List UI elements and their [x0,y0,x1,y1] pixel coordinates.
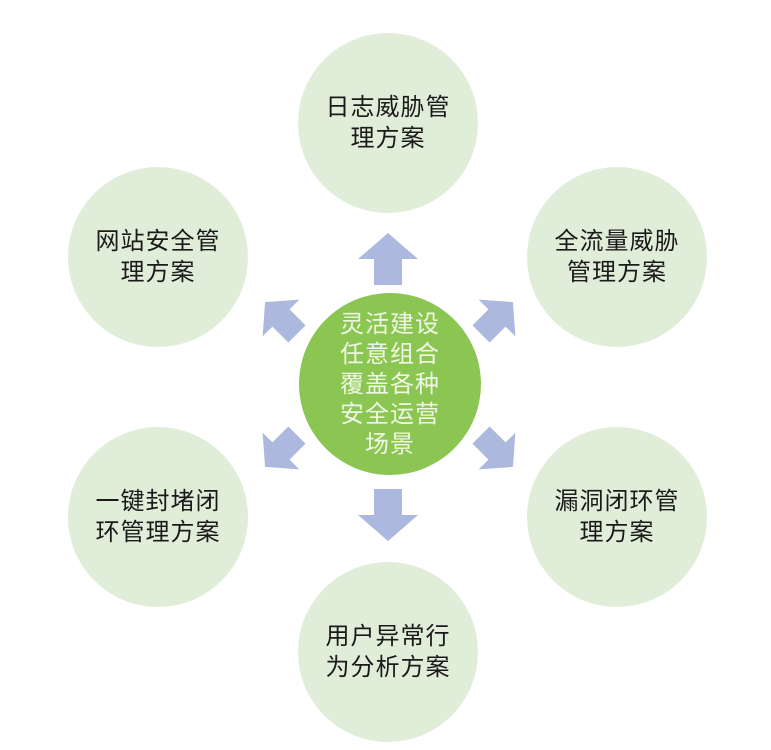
center-hub-label: 灵活建设 任意组合 覆盖各种 安全运营 场景 [340,310,440,458]
node-label-website-security-management: 网站安全管 理方案 [95,227,221,286]
arrow-down-right-shape [472,426,516,470]
node-user-abnormal-behavior-analysis: 用户异常行 为分析方案 [298,562,478,742]
arrow-up-right-shape [472,299,516,343]
arrow-up-icon [358,233,418,285]
node-label-user-abnormal-behavior-analysis: 用户异常行 为分析方案 [325,622,451,681]
arrow-down-left-icon [262,426,306,470]
node-full-traffic-threat-management: 全流量威胁 管理方案 [527,167,707,347]
node-one-click-blocking-management: 一键封堵闭 环管理方案 [68,427,248,607]
node-website-security-management: 网站安全管 理方案 [68,167,248,347]
node-label-log-threat-management: 日志威胁管 理方案 [325,93,451,152]
arrow-up-left-icon [262,299,306,343]
arrow-down-shape [358,489,418,541]
arrow-up-left-shape [262,299,306,343]
arrow-up-shape [358,233,418,285]
arrow-down-icon [358,489,418,541]
node-label-one-click-blocking-management: 一键封堵闭 环管理方案 [95,487,221,546]
arrow-down-left-shape [262,426,306,470]
center-hub-circle: 灵活建设 任意组合 覆盖各种 安全运营 场景 [299,293,481,475]
node-vulnerability-closed-loop-management: 漏洞闭环管 理方案 [527,427,707,607]
node-label-vulnerability-closed-loop-management: 漏洞闭环管 理方案 [554,487,680,546]
arrow-up-right-icon [472,299,516,343]
node-log-threat-management: 日志威胁管 理方案 [298,33,478,213]
node-label-full-traffic-threat-management: 全流量威胁 管理方案 [554,227,680,286]
arrow-down-right-icon [472,426,516,470]
